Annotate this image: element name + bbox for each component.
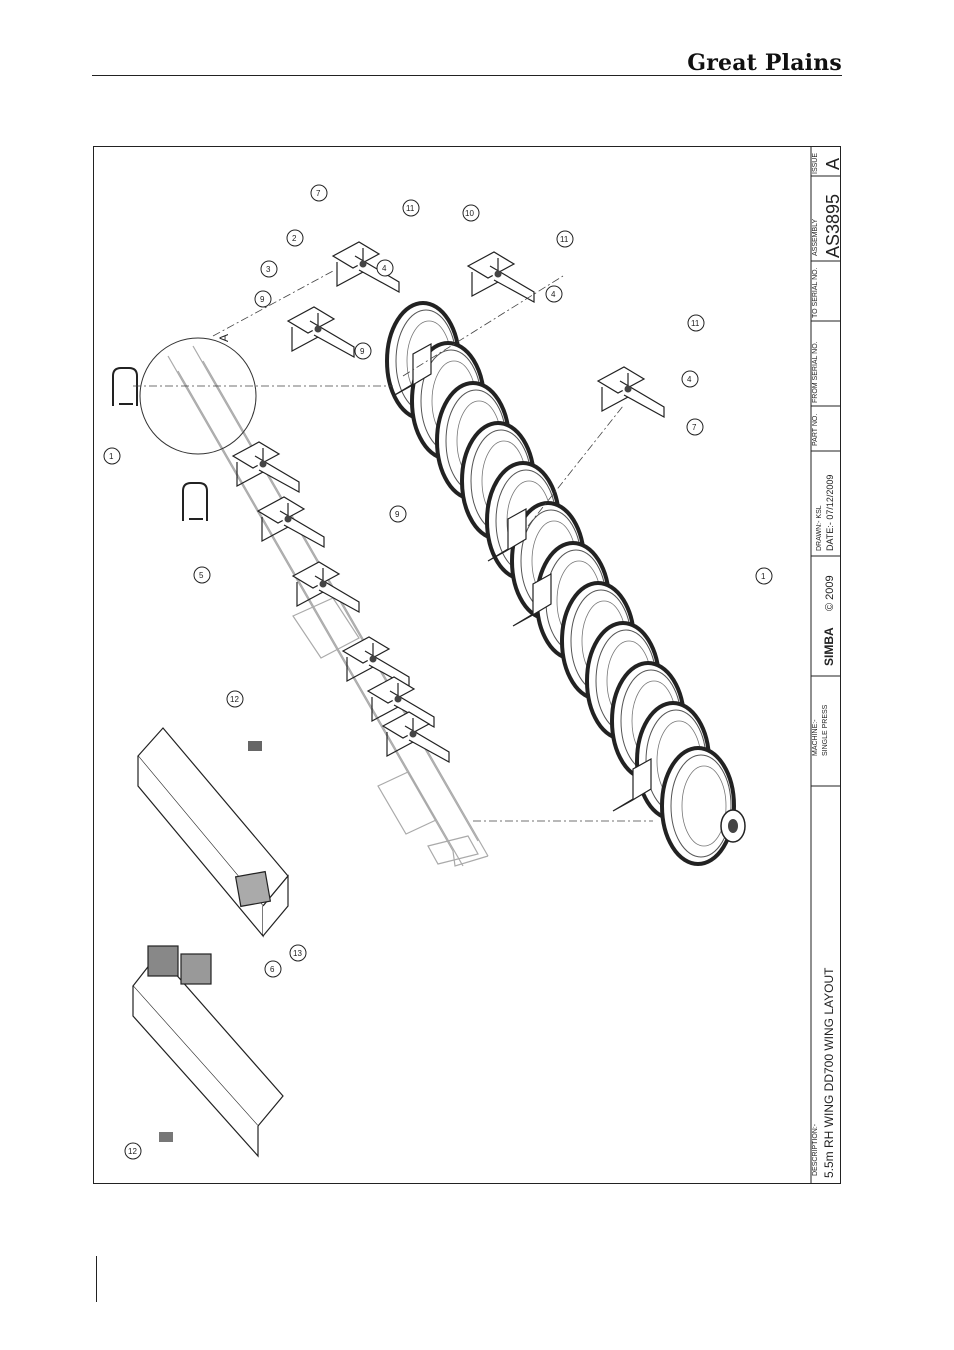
svg-text:1: 1: [761, 572, 766, 581]
svg-text:10: 10: [465, 209, 474, 218]
side-shield-13: [138, 728, 288, 936]
svg-text:SINGLE PRESS: SINGLE PRESS: [822, 704, 829, 756]
simba-logo: SIMBA: [822, 627, 836, 666]
svg-text:PART NO.: PART NO.: [812, 414, 819, 446]
view-label: A: [217, 334, 231, 342]
svg-text:AS3895: AS3895: [823, 194, 841, 258]
side-shield-6: [133, 946, 283, 1156]
svg-text:11: 11: [560, 235, 569, 244]
svg-text:DRAWN:- KSL: DRAWN:- KSL: [816, 505, 823, 551]
svg-text:4: 4: [382, 264, 387, 273]
svg-text:5: 5: [199, 571, 204, 580]
svg-text:9: 9: [395, 510, 400, 519]
svg-text:DESCRIPTION:-: DESCRIPTION:-: [812, 1123, 819, 1176]
svg-text:FROM SERIAL NO.: FROM SERIAL NO.: [812, 341, 819, 403]
svg-text:4: 4: [551, 290, 556, 299]
page-gutter-line: [96, 1256, 97, 1302]
svg-text:11: 11: [406, 204, 415, 213]
header-rule: [92, 75, 842, 76]
svg-text:4: 4: [687, 375, 692, 384]
svg-text:7: 7: [316, 189, 321, 198]
svg-text:6: 6: [270, 965, 275, 974]
svg-text:12: 12: [128, 1147, 137, 1156]
svg-text:9: 9: [360, 347, 365, 356]
svg-text:MACHINE:-: MACHINE:-: [812, 719, 819, 756]
svg-text:7: 7: [692, 423, 697, 432]
u-bolt-5: [183, 483, 207, 521]
svg-text:5.5m RH WING DD700 WING LAYOUT: 5.5m RH WING DD700 WING LAYOUT: [822, 967, 836, 1178]
u-bolt-1: [113, 368, 137, 406]
svg-text:12: 12: [230, 695, 239, 704]
svg-text:13: 13: [293, 949, 302, 958]
svg-text:ISSUE: ISSUE: [812, 153, 819, 174]
svg-text:2: 2: [292, 234, 297, 243]
svg-text:A: A: [823, 158, 841, 170]
brand-logo: Great Plains: [560, 50, 842, 76]
svg-text:DATE:- 07/12/2009: DATE:- 07/12/2009: [825, 475, 835, 551]
svg-text:ASSEMBLY: ASSEMBLY: [812, 218, 819, 256]
svg-text:3: 3: [266, 265, 271, 274]
svg-text:© 2009: © 2009: [824, 575, 836, 611]
svg-text:TO SERIAL NO.: TO SERIAL NO.: [812, 267, 819, 318]
svg-text:11: 11: [691, 319, 700, 328]
svg-text:1: 1: [109, 452, 114, 461]
exploded-parts-drawing: A: [93, 146, 841, 1184]
svg-text:9: 9: [260, 295, 265, 304]
